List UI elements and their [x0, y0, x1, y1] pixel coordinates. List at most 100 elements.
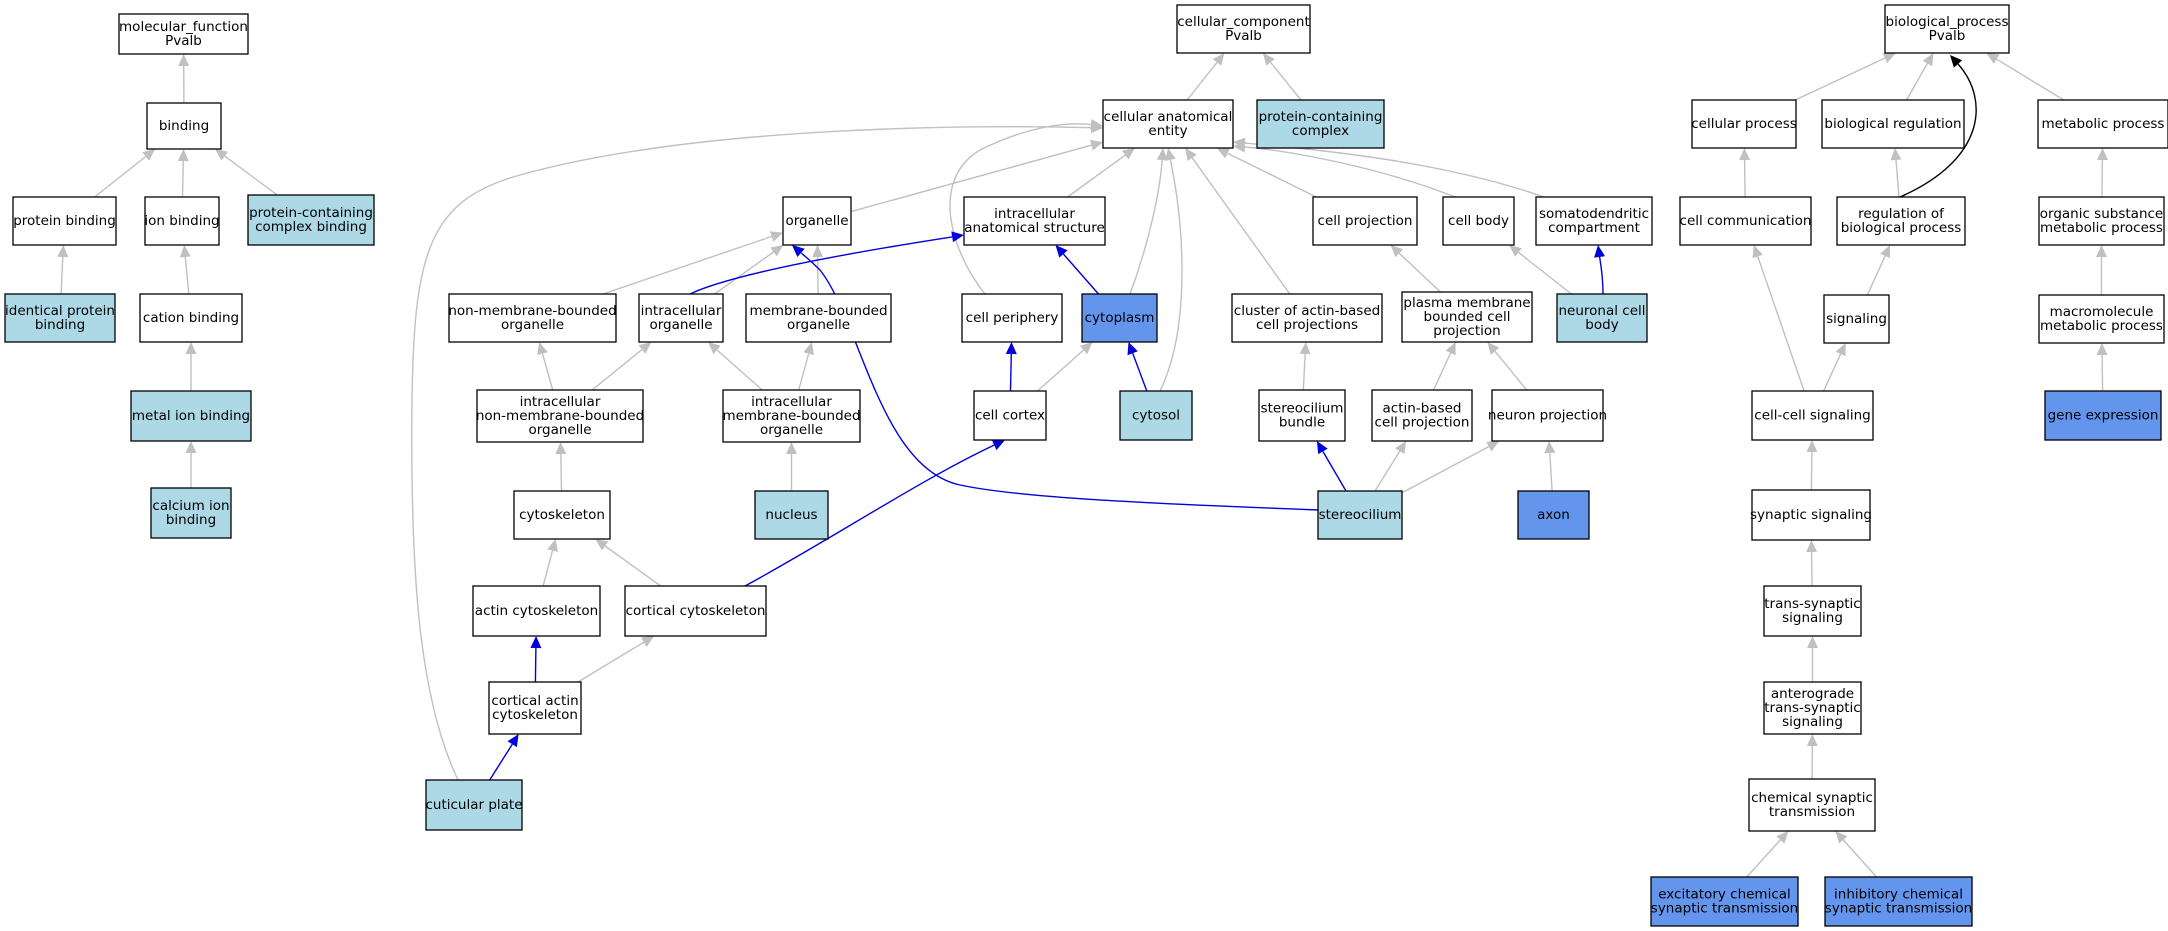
node-inmbo[interactable]: intracellularnon-membrane-boundedorganel… [476, 389, 644, 443]
edge-line [1062, 253, 1100, 295]
edge-cortical_actin-to-actin_cytoskeleton [530, 636, 542, 683]
node-cell-cortex[interactable]: cell cortex [973, 390, 1047, 441]
node-box [1231, 293, 1383, 343]
node-cell-cell-signaling[interactable]: cell-cell signaling [1751, 390, 1874, 441]
edge-line [542, 550, 554, 587]
edge-macromolecule-to-organic_substance [2096, 245, 2107, 295]
edge-anterograde-to-trans_synaptic [1807, 636, 1818, 682]
node-nucleus[interactable]: nucleus [754, 490, 829, 540]
node-cell-periphery[interactable]: cell periphery [961, 293, 1063, 343]
arrowhead [1185, 148, 1197, 161]
node-cell-projection[interactable]: cell projection [1312, 196, 1418, 246]
node-box [1884, 4, 2010, 54]
node-box [1821, 99, 1965, 149]
node-cellular-process[interactable]: cellular process [1691, 99, 1797, 149]
node-cortical-cytoskeleton[interactable]: cortical cytoskeleton [624, 585, 767, 637]
arrowhead [215, 149, 228, 161]
node-neuron-projection[interactable]: neuron projection [1488, 389, 1607, 442]
node-signaling[interactable]: signaling [1823, 294, 1890, 344]
node-organelle[interactable]: organelle [782, 196, 852, 246]
node-cell-body[interactable]: cell body [1442, 196, 1515, 246]
node-label-line: metabolic process [2040, 220, 2163, 236]
node-box [150, 487, 232, 539]
node-metabolic-process[interactable]: metabolic process [2037, 99, 2168, 149]
node-label-line: cation binding [143, 310, 239, 326]
arrowhead [1880, 245, 1891, 259]
edge-cell_cell_signaling-to-cell_communication [1752, 245, 1805, 392]
node-cytosol[interactable]: cytosol [1119, 390, 1193, 441]
node-label-line: axon [1537, 507, 1570, 523]
edge-stereocilium-to-actin_cell_projection [1374, 441, 1407, 492]
edge-line [1269, 61, 1302, 101]
node-axon[interactable]: axon [1517, 490, 1590, 540]
node-stereocilium[interactable]: stereocilium [1317, 490, 1403, 540]
edge-neuron_projection-to-pm_bounded [1487, 342, 1528, 391]
edge-line [1549, 452, 1553, 492]
node-label-line: trans-synaptic [1764, 596, 1860, 612]
arrowhead [1835, 831, 1848, 844]
edge-trans_synaptic-to-synaptic_signaling [1806, 540, 1818, 587]
node-label-line: cytoskeleton [519, 507, 605, 523]
node-actin-cytoskeleton[interactable]: actin cytoskeleton [472, 585, 601, 637]
node-box [1442, 196, 1515, 246]
node-binding[interactable]: binding [146, 102, 222, 150]
node-box [2038, 196, 2165, 246]
edge-cell_cortex-to-cell_periphery [1005, 342, 1017, 392]
node-label-line: anatomical structure [964, 220, 1105, 236]
node-box [12, 196, 117, 246]
node-metal-ion-binding[interactable]: metal ion binding [130, 390, 252, 442]
node-synaptic-signaling[interactable]: synaptic signaling [1750, 489, 1872, 541]
node-protein-binding[interactable]: protein binding [12, 196, 117, 246]
node-box [1824, 876, 1973, 927]
arrowhead [1005, 342, 1017, 355]
edge-metal_ion_binding-to-cation_binding [185, 342, 197, 391]
node-gene-expression[interactable]: gene expression [2044, 390, 2162, 441]
node-cytoskeleton[interactable]: cytoskeleton [513, 490, 611, 540]
node-label-line: macromolecule [2050, 304, 2154, 320]
node-box [1751, 489, 1871, 541]
node-label-line: bundle [1279, 415, 1325, 431]
node-box [1691, 99, 1797, 149]
arrowhead [1090, 139, 1103, 151]
node-bio-regulation[interactable]: biological regulation [1821, 99, 1965, 149]
node-cuticular-plate[interactable]: cuticular plate [425, 779, 523, 831]
node-ion-binding[interactable]: ion binding [144, 196, 220, 246]
edge-inmbo-to-nmbo [537, 342, 554, 391]
node-label-line: cell projections [1256, 317, 1358, 333]
node-cell-communication[interactable]: cell communication [1679, 196, 1812, 246]
node-cation-binding[interactable]: cation binding [139, 293, 243, 343]
node-cytoplasm[interactable]: cytoplasm [1081, 293, 1158, 343]
edge-inhibitory-to-chemical_synaptic [1835, 831, 1878, 878]
edge-nucleus-to-imbo [786, 442, 797, 491]
edge-line [541, 353, 554, 391]
arrowhead [1127, 342, 1138, 356]
